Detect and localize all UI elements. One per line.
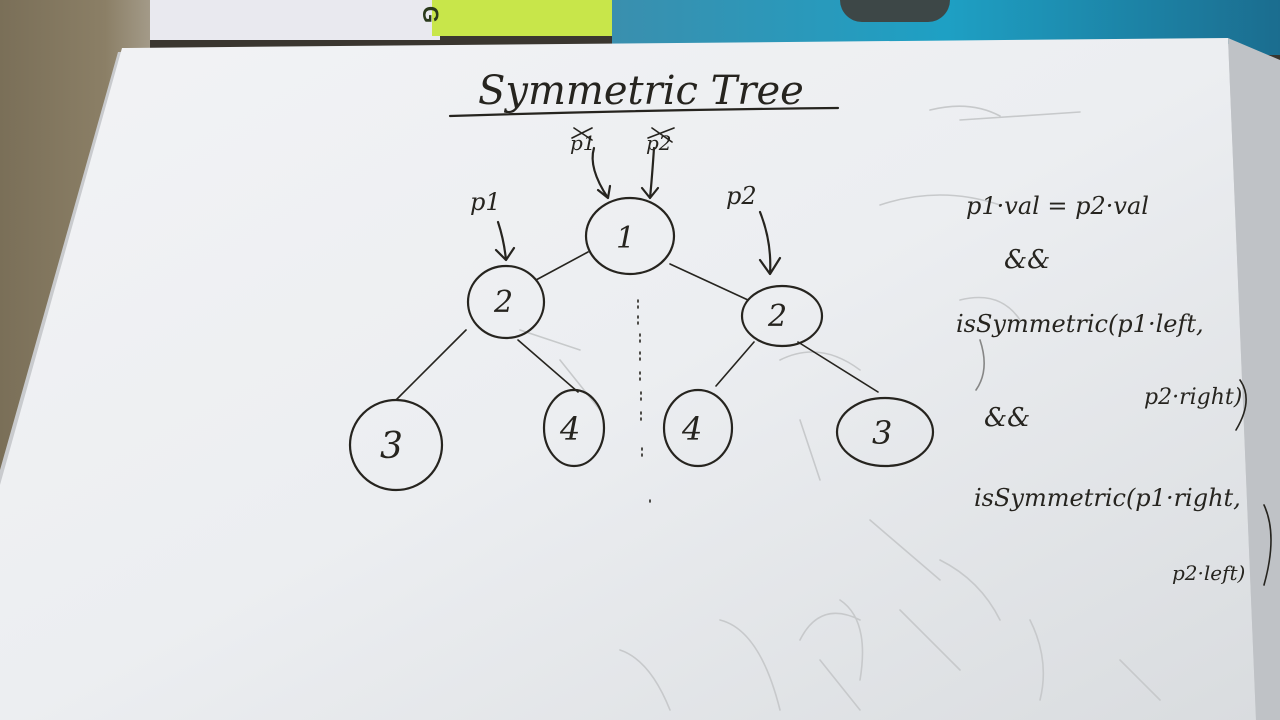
tree-edges bbox=[395, 251, 879, 507]
leaf-2-value: 4 bbox=[559, 410, 580, 448]
node-leaf-3-left bbox=[348, 398, 444, 492]
green-book bbox=[432, 0, 618, 36]
p2-arrow bbox=[758, 210, 782, 276]
right-page-edge bbox=[1228, 38, 1280, 720]
right-2-value: 2 bbox=[767, 299, 787, 334]
node-leaf-4-left bbox=[542, 388, 606, 468]
tree-nodes bbox=[348, 196, 935, 492]
page-title: Symmetric Tree bbox=[478, 68, 804, 114]
note-line-7: p2·left) bbox=[1172, 561, 1245, 585]
note-line-6: isSymmetric(p1·right, bbox=[974, 484, 1241, 512]
title-underline bbox=[448, 106, 840, 118]
p2-label: p2 bbox=[726, 182, 757, 210]
leaf-4-value: 3 bbox=[872, 414, 892, 452]
leaf-1-value: 3 bbox=[380, 426, 403, 467]
loose-paper bbox=[150, 0, 440, 40]
node-right-2 bbox=[740, 284, 824, 348]
node-leaf-3-right bbox=[835, 396, 935, 468]
dark-object bbox=[840, 0, 950, 22]
note-line-2: && bbox=[1004, 245, 1050, 275]
bracket-right bbox=[1235, 379, 1247, 431]
p1-arrow bbox=[494, 220, 516, 262]
p1-label: p1 bbox=[470, 188, 501, 216]
node-root bbox=[584, 196, 676, 276]
note-line-4: p2·right) bbox=[1144, 385, 1242, 410]
struck-pointers bbox=[571, 127, 675, 200]
note-line-5: && bbox=[984, 403, 1030, 433]
node-left-2 bbox=[466, 264, 546, 340]
note-line-1: p1·val = p2·val bbox=[966, 192, 1149, 220]
bracket-right-2 bbox=[1263, 504, 1272, 586]
p2-struck-label: p2 bbox=[646, 131, 672, 155]
paper-page bbox=[0, 38, 1256, 720]
node-leaf-4-right bbox=[662, 388, 734, 468]
leaf-3-value: 4 bbox=[681, 410, 702, 448]
bleed-through bbox=[519, 105, 1161, 711]
root-value: 1 bbox=[616, 221, 635, 256]
left-2-value: 2 bbox=[493, 285, 513, 320]
p1-struck-label: p1 bbox=[570, 131, 596, 155]
note-line-3: isSymmetric(p1·left, bbox=[956, 310, 1204, 338]
